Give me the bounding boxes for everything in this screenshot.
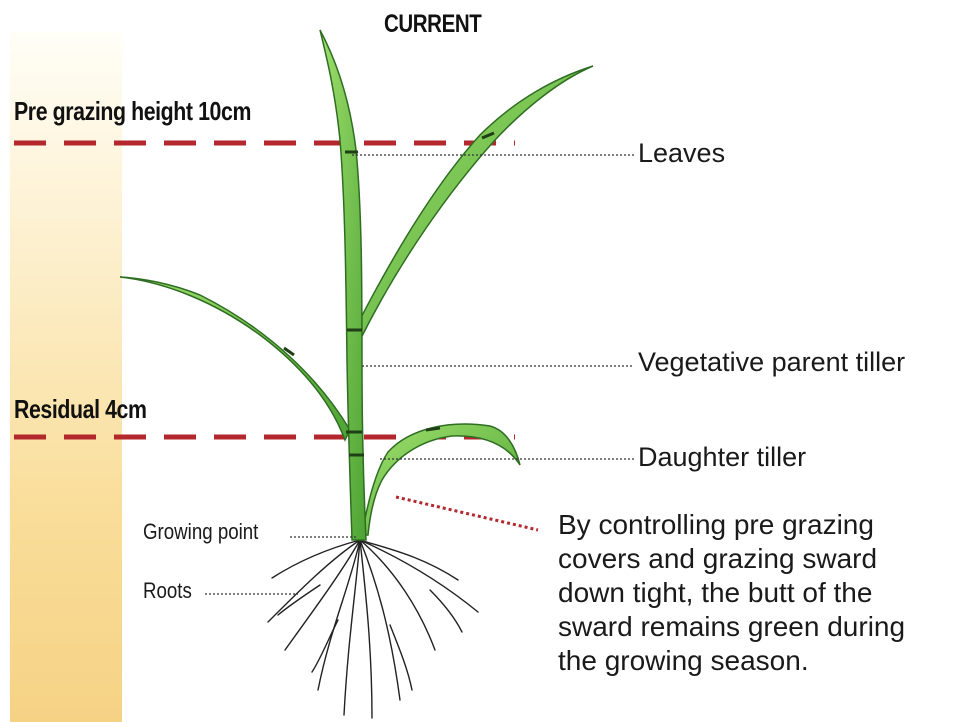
leaves-label: Leaves (638, 138, 725, 169)
note-line: By controlling pre grazing (558, 508, 968, 542)
grazing-note: By controlling pre grazing covers and gr… (558, 508, 968, 678)
parent-tiller-stem (320, 30, 366, 540)
note-line: the growing season. (558, 644, 968, 678)
daughter-tiller (362, 424, 520, 535)
residual-height-label: Residual 4cm (14, 394, 147, 425)
pre-grazing-height-label: Pre grazing height 10cm (14, 96, 251, 127)
note-pointer (396, 497, 538, 530)
note-line: covers and grazing sward (558, 542, 968, 576)
note-line: sward remains green during (558, 610, 968, 644)
diagram-title: CURRENT (384, 10, 481, 39)
note-line: down tight, the butt of the (558, 576, 968, 610)
daughter-tiller-label: Daughter tiller (638, 442, 806, 473)
right-leaf (352, 66, 593, 340)
vegetative-parent-tiller-label: Vegetative parent tiller (638, 347, 905, 378)
left-leaf (120, 277, 350, 440)
leaf-joints (284, 133, 494, 455)
growing-point-label: Growing point (143, 519, 258, 545)
roots-label: Roots (143, 578, 192, 604)
roots (268, 540, 478, 718)
